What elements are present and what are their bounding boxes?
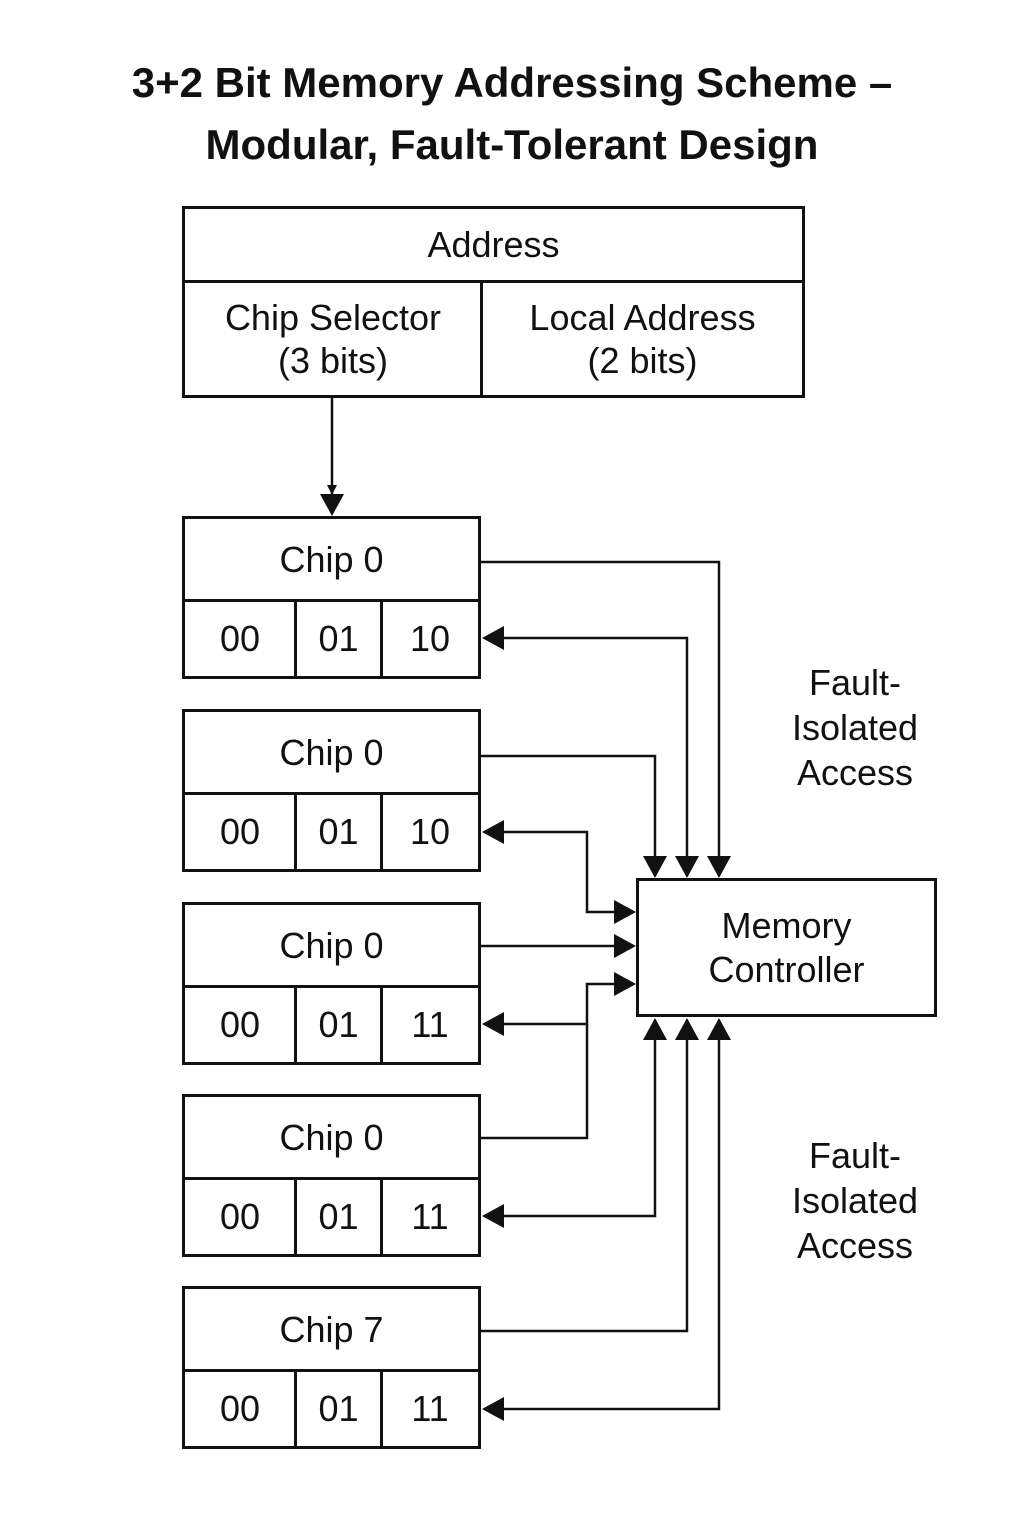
arrowhead-ctrl-left-3: [614, 972, 636, 996]
chip-address-cell: 00: [219, 1388, 261, 1429]
address-box: Address Chip Selector (3 bits) Local Add…: [182, 206, 805, 398]
local-address-label: Local Address: [529, 297, 756, 338]
chip-address-cell: 11: [411, 1388, 449, 1429]
chip-divider-v: [294, 599, 297, 676]
title-line-2: Modular, Fault-Tolerant Design: [205, 121, 819, 168]
chip-divider-v: [294, 1369, 297, 1446]
chip2-to-controller-line: [480, 754, 657, 856]
chip-divider-h: [185, 985, 478, 988]
title-line-1: 3+2 Bit Memory Addressing Scheme –: [131, 59, 893, 106]
arrowhead-chip3: [482, 1012, 504, 1036]
fault-isolated-label-top: Fault- Isolated Access: [755, 660, 955, 795]
arrowhead-ctrl-left-2: [614, 934, 636, 958]
chip-address-cell: 11: [411, 1004, 449, 1045]
controller-to-chip4-line: [504, 1040, 657, 1218]
fault-label-bottom-line-2: Isolated: [791, 1180, 919, 1221]
chip-address-cell: 01: [318, 811, 359, 852]
chip-address-cell: 01: [318, 618, 359, 659]
local-address-field: Local Address (2 bits): [483, 283, 802, 395]
fault-label-top-line-2: Isolated: [791, 707, 919, 748]
fault-label-bottom-line-3: Access: [796, 1225, 914, 1266]
chip1-to-controller-line: [480, 560, 721, 856]
chip-divider-v: [380, 1369, 383, 1446]
chip-name: Chip 7: [279, 1308, 384, 1350]
chip-address-cell: 01: [318, 1004, 359, 1045]
address-divider-v: [480, 280, 483, 395]
arrowhead-ctrl-bottom-1: [643, 1018, 667, 1040]
fault-label-top-line-3: Access: [796, 752, 914, 793]
arrowhead-ctrl-bottom-2: [675, 1018, 699, 1040]
memory-controller-label: Memory Controller: [639, 881, 934, 1014]
memory-controller-line-2: Controller: [708, 948, 865, 990]
chip-selector-field: Chip Selector (3 bits): [185, 283, 481, 395]
controller-to-chip1-line: [504, 636, 689, 856]
address-divider-h: [185, 280, 802, 283]
arrowhead-chip7: [482, 1397, 504, 1421]
chip-address-cell: 10: [409, 618, 451, 659]
chip-name: Chip 0: [279, 1116, 384, 1158]
fault-label-bottom-line-1: Fault-: [808, 1135, 902, 1176]
address-header: Address: [427, 224, 560, 265]
chip-divider-h: [185, 1369, 478, 1372]
arrowhead-ctrl-top-1: [643, 856, 667, 878]
selector-arrowhead: [320, 494, 344, 516]
chip-address-cell: 01: [318, 1388, 359, 1429]
chip-name: Chip 0: [279, 731, 384, 773]
chip-divider-v: [294, 985, 297, 1062]
chip-box: Chip 0 00 01 11: [182, 1094, 481, 1257]
chip-divider-v: [294, 1177, 297, 1254]
chip-divider-v: [380, 1177, 383, 1254]
memory-controller-line-1: Memory: [721, 904, 852, 946]
chip-address-cell: 11: [411, 1196, 449, 1237]
chip-divider-v: [380, 599, 383, 676]
chip-address-cell: 00: [219, 1004, 261, 1045]
chip-selector-bits: (3 bits): [277, 340, 389, 381]
chip-address-cell: 00: [219, 1196, 261, 1237]
arrowhead-chip4: [482, 1204, 504, 1228]
arrowhead-ctrl-bottom-3: [707, 1018, 731, 1040]
arrowhead-ctrl-top-3: [707, 856, 731, 878]
fault-isolated-label-bottom: Fault- Isolated Access: [755, 1133, 955, 1268]
controller-to-chip7-line: [504, 1040, 721, 1411]
chip-address-cell: 01: [318, 1196, 359, 1237]
chip-address-cell: 10: [409, 811, 451, 852]
chip4-to-controller-line: [480, 1024, 589, 1140]
chip-box: Chip 0 00 01 10: [182, 516, 481, 679]
chip-name: Chip 0: [279, 538, 384, 580]
arrowhead-ctrl-left-1: [614, 900, 636, 924]
chip-selector-label: Chip Selector: [224, 297, 442, 338]
controller-to-chip2-line: [504, 830, 614, 914]
chip-box: Chip 0 00 01 10: [182, 709, 481, 872]
chip7-to-controller-line: [480, 1040, 689, 1333]
chip-box: Chip 7 00 01 11: [182, 1286, 481, 1449]
diagram-title: 3+2 Bit Memory Addressing Scheme – Modul…: [0, 52, 1024, 176]
chip-address-cell: 00: [219, 618, 261, 659]
chip-divider-h: [185, 1177, 478, 1180]
chip-divider-h: [185, 599, 478, 602]
chip-divider-v: [294, 792, 297, 869]
arrowhead-chip1: [482, 626, 504, 650]
memory-controller-box: Memory Controller: [636, 878, 937, 1017]
chip-address-cell: 00: [219, 811, 261, 852]
chip-box: Chip 0 00 01 11: [182, 902, 481, 1065]
arrowhead-chip2: [482, 820, 504, 844]
chip-name: Chip 0: [279, 924, 384, 966]
controller-to-chip3-line: [504, 982, 614, 1026]
arrowhead-ctrl-top-2: [675, 856, 699, 878]
chip-divider-h: [185, 792, 478, 795]
chip-divider-v: [380, 792, 383, 869]
chip-divider-v: [380, 985, 383, 1062]
local-address-bits: (2 bits): [587, 340, 698, 381]
fault-label-top-line-1: Fault-: [808, 662, 902, 703]
